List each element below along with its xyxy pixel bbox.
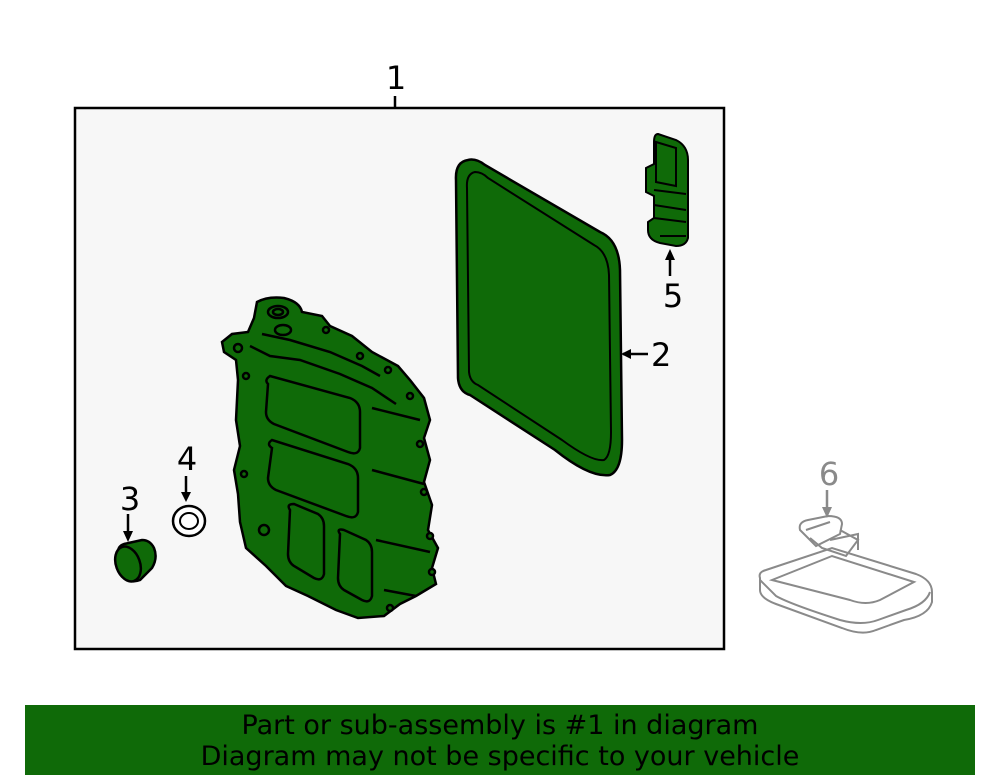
callout-1: 1 bbox=[386, 59, 406, 97]
callout-5-arrow bbox=[665, 249, 675, 260]
callout-4-arrow bbox=[181, 492, 191, 502]
banner-line-1: Part or sub-assembly is #1 in diagram bbox=[241, 710, 759, 741]
info-banner: Part or sub-assembly is #1 in diagram Di… bbox=[25, 705, 975, 775]
connector-part[interactable] bbox=[645, 132, 689, 248]
callout-6-arrow bbox=[822, 507, 832, 518]
callout-3: 3 bbox=[120, 480, 140, 518]
drain-plug-part[interactable] bbox=[111, 538, 157, 585]
callout-5: 5 bbox=[663, 277, 683, 315]
oil-filter-part[interactable] bbox=[758, 514, 933, 634]
parts-diagram: 1 2 5 bbox=[73, 59, 933, 651]
gasket-part[interactable] bbox=[454, 158, 624, 477]
callout-6: 6 bbox=[819, 455, 839, 493]
callout-2: 2 bbox=[651, 336, 671, 374]
seal-ring-part[interactable] bbox=[171, 504, 207, 538]
banner-line-2: Diagram may not be specific to your vehi… bbox=[200, 741, 800, 772]
callout-3-arrow bbox=[123, 531, 133, 542]
callout-2-arrow bbox=[621, 349, 631, 359]
oil-pan-part[interactable] bbox=[220, 296, 440, 620]
callout-4: 4 bbox=[177, 440, 197, 478]
